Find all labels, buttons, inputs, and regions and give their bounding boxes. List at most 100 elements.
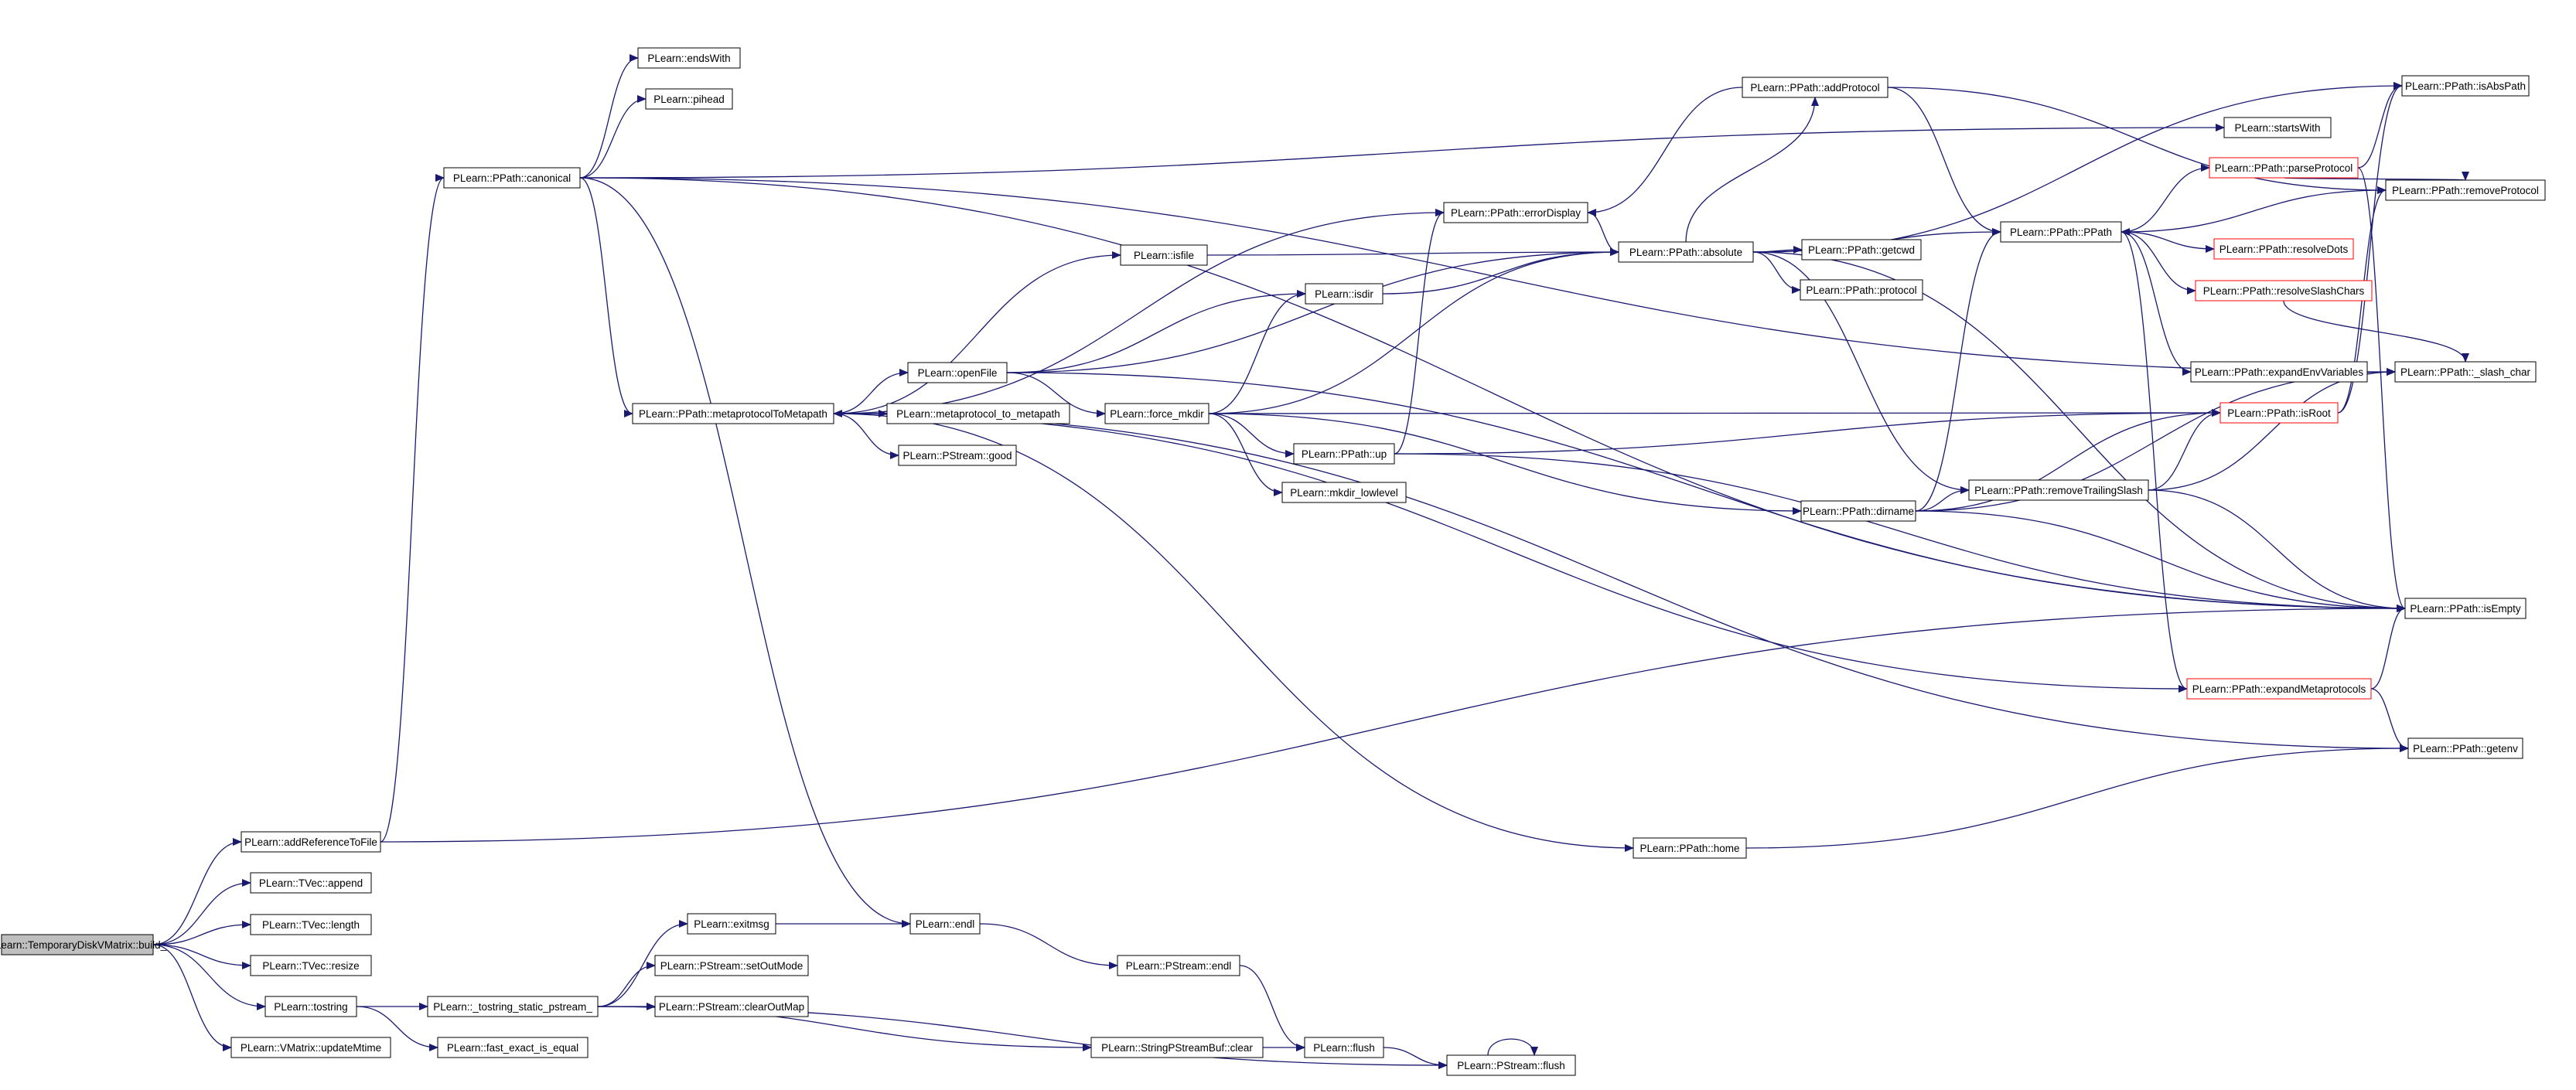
call-edge-metaToMeta-to-getenv [833, 413, 2409, 752]
call-edge-root-to-tvecAppend [152, 879, 251, 945]
node-plearn-ppath-expandmetaprotocols[interactable]: PLearn::PPath::expandMetaprotocols [2186, 678, 2372, 700]
call-edge-expandMeta-to-getenv [2370, 688, 2409, 752]
node-plearn-ppath-protocol[interactable]: PLearn::PPath::protocol [1800, 279, 1923, 301]
node-plearn-isfile[interactable]: PLearn::isfile [1120, 244, 1208, 266]
node-plearn-tvec-length[interactable]: PLearn::TVec::length [250, 914, 372, 935]
call-edge-forceMkdir-to-mkdirLow [1208, 413, 1283, 496]
node-label: PLearn::endsWith [647, 53, 730, 64]
node-box [886, 403, 1070, 424]
node-plearn-ppath-dirname[interactable]: PLearn::PPath::dirname [1800, 500, 1916, 522]
node-plearn-pstream-clearoutmap[interactable]: PLearn::PStream::clearOutMap [654, 996, 809, 1017]
node-box [1293, 443, 1395, 465]
node-plearn-ppath-errordisplay[interactable]: PLearn::PPath::errorDisplay [1443, 202, 1588, 223]
node-plearn-tvec-resize[interactable]: PLearn::TVec::resize [250, 955, 372, 976]
node-box [1120, 244, 1208, 266]
node-label: PLearn::openFile [918, 367, 998, 379]
node-plearn-ppath-getcwd[interactable]: PLearn::PPath::getcwd [1801, 239, 1922, 261]
node-box [687, 913, 776, 935]
node-plearn-ppath-resolveslashchars[interactable]: PLearn::PPath::resolveSlashChars [2195, 280, 2373, 301]
call-edge-home-to-getenv [1745, 744, 2409, 849]
node-label: PLearn::PPath::absolute [1629, 247, 1742, 258]
node-label: PLearn::addReferenceToFile [244, 836, 377, 848]
node-plearn-force-mkdir[interactable]: PLearn::force_mkdir [1104, 403, 1210, 424]
node-label: PLearn::_tostring_static_pstream_ [433, 1001, 592, 1013]
node-plearn-fast-exact-is-equal[interactable]: PLearn::fast_exact_is_equal [437, 1037, 589, 1058]
node-label: PLearn::tostring [274, 1001, 347, 1013]
call-edge-isdir-to-absolute [1382, 248, 1619, 295]
node-label: PLearn::PPath::addProtocol [1750, 82, 1879, 94]
node-label: PLearn::PPath::removeTrailingSlash [1974, 485, 2143, 496]
node-plearn-pstream-endl[interactable]: PLearn::PStream::endl [1117, 955, 1240, 976]
node-plearn-pstream-flush[interactable]: PLearn::PStream::flush [1446, 1054, 1576, 1076]
node-plearn-ppath-home[interactable]: PLearn::PPath::home [1633, 837, 1747, 859]
call-edge-root-to-addRef [152, 838, 242, 945]
node-box [2190, 361, 2368, 383]
call-edge-removeProtocol-to-ppathCtor [2121, 189, 2387, 236]
node-label: PLearn::exitmsg [694, 918, 769, 930]
node-plearn-flush[interactable]: PLearn::flush [1304, 1037, 1384, 1058]
node-plearn-addreferencetofile[interactable]: PLearn::addReferenceToFile [241, 831, 381, 853]
call-edge-root-to-tostring [152, 944, 266, 1010]
call-edge-canonical-to-endsWith [579, 54, 639, 179]
node-plearn-ppath-up[interactable]: PLearn::PPath::up [1293, 443, 1395, 465]
node-plearn-tostring[interactable]: PLearn::tostring [264, 996, 357, 1017]
node-box [2195, 280, 2373, 301]
node-plearn-ppath-addprotocol[interactable]: PLearn::PPath::addProtocol [1742, 77, 1888, 98]
node-plearn-tvec-append[interactable]: PLearn::TVec::append [250, 872, 372, 894]
node-plearn-stringpstreambuf-clear[interactable]: PLearn::StringPStreamBuf::clear [1090, 1037, 1264, 1058]
node-plearn-isdir[interactable]: PLearn::isdir [1305, 283, 1384, 305]
node-plearn-temporarydiskvmatrix-build[interactable]: PLearn::TemporaryDiskVMatrix::build_ [0, 934, 167, 955]
node-plearn-ppath-absolute[interactable]: PLearn::PPath::absolute [1618, 241, 1754, 263]
node-label: PLearn::endl [916, 918, 975, 930]
node-box [898, 445, 1017, 466]
node-plearn-ppath-isabspath[interactable]: PLearn::PPath::isAbsPath [2401, 75, 2530, 97]
node-plearn-pstream-good[interactable]: PLearn::PStream::good [898, 445, 1017, 466]
node-plearn-ppath-removetrailingslash[interactable]: PLearn::PPath::removeTrailingSlash [1968, 479, 2149, 501]
node-plearn-metaprotocol-to-metapath[interactable]: PLearn::metaprotocol_to_metapath [886, 403, 1070, 424]
node-plearn-vmatrix-updatemtime[interactable]: PLearn::VMatrix::updateMtime [230, 1037, 391, 1058]
call-edge-root-to-tvecResize [152, 944, 251, 969]
node-plearn-ppath-parseprotocol[interactable]: PLearn::PPath::parseProtocol [2209, 157, 2359, 179]
call-edge-tostring-to-fastExact [356, 1006, 438, 1051]
node-plearn-openfile[interactable]: PLearn::openFile [907, 362, 1008, 383]
node-plearn-mkdir-lowlevel[interactable]: PLearn::mkdir_lowlevel [1281, 482, 1407, 503]
node-plearn-endswith[interactable]: PLearn::endsWith [637, 47, 741, 69]
node-plearn-ppath-metaprotocoltometapath[interactable]: PLearn::PPath::metaprotocolToMetapath [632, 403, 834, 424]
call-edge-ppathUp-to-errorDisplay [1394, 209, 1445, 455]
node-plearn-ppath-isroot[interactable]: PLearn::PPath::isRoot [2219, 402, 2339, 424]
node-plearn-tostring-static-pstream[interactable]: PLearn::_tostring_static_pstream_ [427, 996, 599, 1017]
node-box [2401, 75, 2530, 97]
node-plearn-exitmsg[interactable]: PLearn::exitmsg [687, 913, 776, 935]
call-edge-ppathCtor-to-resolveSlash [2121, 231, 2196, 295]
call-edge-absolute-to-protocol [1752, 251, 1801, 294]
call-edge-forceMkdir-to-isRoot [1208, 409, 2221, 417]
node-plearn-ppath-isempty[interactable]: PLearn::PPath::isEmpty [2404, 598, 2527, 619]
call-edge-canonical-to-metaToMeta [579, 177, 633, 417]
node-box [637, 47, 741, 69]
node-plearn-ppath-removeprotocol[interactable]: PLearn::PPath::removeProtocol [2385, 179, 2546, 201]
node-plearn-ppath-getenv[interactable]: PLearn::PPath::getenv [2407, 737, 2523, 759]
node-plearn-endl[interactable]: PLearn::endl [909, 913, 981, 935]
node-label: PLearn::TemporaryDiskVMatrix::build_ [0, 939, 167, 951]
call-edge-pstreamEndl-to-flush [1239, 965, 1305, 1051]
call-edge-canonical-to-startsWith [579, 124, 2225, 179]
node-plearn-ppath-ppath[interactable]: PLearn::PPath::PPath [2000, 221, 2122, 243]
node-label: PLearn::PPath::isRoot [2227, 407, 2331, 419]
node-label: PLearn::PPath::PPath [2010, 227, 2112, 238]
node-box [241, 831, 381, 853]
node-plearn-startswith[interactable]: PLearn::startsWith [2223, 117, 2332, 138]
call-edge-errorDisplay-to-absolute [1587, 212, 1619, 256]
node-box [632, 403, 834, 424]
node-box [2385, 179, 2546, 201]
call-edge-addRef-to-canonical [380, 174, 445, 843]
node-plearn-ppath-slash-char[interactable]: PLearn::PPath::_slash_char [2394, 361, 2537, 383]
node-plearn-ppath-expandenvvariables[interactable]: PLearn::PPath::expandEnvVariables [2190, 361, 2368, 383]
node-label: PLearn::isfile [1134, 250, 1194, 261]
node-box [2219, 402, 2339, 424]
node-plearn-ppath-canonical[interactable]: PLearn::PPath::canonical [443, 167, 581, 189]
node-plearn-pstream-setoutmode[interactable]: PLearn::PStream::setOutMode [654, 955, 809, 976]
node-plearn-pihead[interactable]: PLearn::pihead [645, 88, 733, 110]
node-label: PLearn::PPath::_slash_char [2400, 366, 2531, 378]
node-plearn-ppath-resolvedots[interactable]: PLearn::PPath::resolveDots [2213, 238, 2354, 260]
node-box [230, 1037, 391, 1058]
